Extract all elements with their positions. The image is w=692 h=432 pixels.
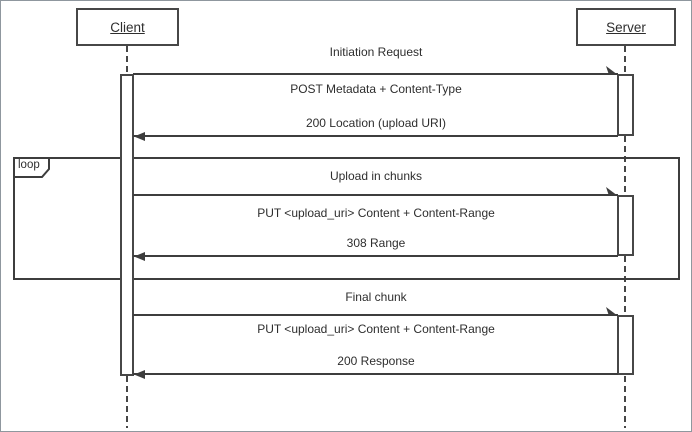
- exchange2-title: Upload in chunks: [329, 169, 423, 183]
- exchange1-request-arrow-line: [133, 73, 618, 75]
- server-activation-bar-3: [617, 315, 634, 375]
- exchange3-request-arrow-line: [133, 314, 618, 316]
- server-activation-bar-1: [617, 74, 634, 136]
- server-actor-label: Server: [606, 19, 646, 35]
- exchange1-request-label: POST Metadata + Content-Type: [290, 82, 462, 96]
- exchange3-response-arrowhead-icon: [134, 370, 145, 379]
- exchange1-title: Initiation Request: [329, 45, 423, 59]
- server-actor-box: Server: [576, 8, 676, 46]
- exchange1-response-arrowhead-icon: [134, 132, 145, 141]
- loop-label: loop: [18, 159, 40, 171]
- client-actor-label: Client: [110, 19, 145, 35]
- exchange2-request-label: PUT <upload_uri> Content + Content-Range: [257, 206, 495, 220]
- exchange2-response-arrow-line: [133, 255, 618, 257]
- server-activation-bar-2: [617, 195, 634, 256]
- exchange1-request-arrowhead-icon: [606, 66, 618, 75]
- exchange3-request-label: PUT <upload_uri> Content + Content-Range: [257, 322, 495, 336]
- exchange2-request-arrow-line: [133, 194, 618, 196]
- exchange2-request-arrowhead-icon: [606, 187, 618, 196]
- exchange3-title: Final chunk: [345, 290, 407, 304]
- exchange2-response-label: 308 Range: [346, 236, 406, 250]
- loop-label-pentagon: [13, 157, 50, 178]
- exchange3-response-arrow-line: [133, 373, 618, 375]
- exchange2-response-arrowhead-icon: [134, 252, 145, 261]
- exchange3-request-arrowhead-icon: [606, 307, 618, 316]
- exchange1-response-label: 200 Location (upload URI): [305, 116, 447, 130]
- exchange1-response-arrow-line: [133, 135, 618, 137]
- loop-frame: [13, 157, 680, 280]
- exchange3-response-label: 200 Response: [337, 354, 415, 368]
- client-actor-box: Client: [76, 8, 179, 46]
- client-activation-bar: [120, 74, 134, 376]
